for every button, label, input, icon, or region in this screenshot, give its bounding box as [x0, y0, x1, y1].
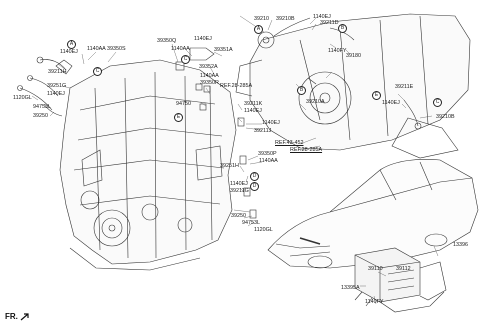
callout-1140ej-h: 1140EJ: [382, 100, 400, 106]
leader-lines: [31, 15, 439, 305]
callout-39211d: 39211D: [320, 20, 339, 26]
callout-1140ej-e: 1140EJ: [262, 120, 280, 126]
callout-39211j: 39211J: [254, 128, 272, 134]
marker-d-2[interactable]: D: [250, 182, 259, 191]
callout-94753l-a: 94753L: [33, 104, 51, 110]
callout-39351a: 39351A: [214, 47, 233, 53]
ref-43-452[interactable]: REF.43-452: [275, 140, 304, 146]
marker-d-1[interactable]: D: [250, 172, 259, 181]
marker-b-2[interactable]: B: [297, 86, 306, 95]
callout-13395a: 13395A: [341, 285, 360, 291]
front-arrow-icon: [20, 313, 29, 321]
ref-28-285a-a[interactable]: REF.28-285A: [220, 83, 253, 89]
callout-1120gl-a: 1120GL: [13, 95, 32, 101]
marker-a-1[interactable]: A: [67, 40, 76, 49]
vehicle: [267, 159, 479, 269]
callout-39211h: 39211H: [48, 69, 67, 75]
marker-e-2[interactable]: E: [372, 91, 381, 100]
callout-1140ej-b: 1140EJ: [47, 91, 65, 97]
transmission: [235, 13, 471, 159]
callout-39180: 39180: [346, 53, 361, 59]
marker-e-1[interactable]: E: [174, 113, 183, 122]
marker-c-3[interactable]: C: [433, 98, 442, 107]
callout-39210b-a: 39210B: [276, 16, 295, 22]
marker-c-2[interactable]: C: [181, 55, 190, 64]
callout-39110: 39110: [368, 266, 383, 272]
callout-39211e: 39211E: [395, 84, 414, 90]
callout-1140aa-c: 1140AA: [200, 73, 219, 79]
engine-block: [59, 59, 237, 271]
callout-39350q: 39350Q: [157, 38, 177, 44]
callout-39112: 39112: [396, 266, 411, 272]
front-direction-indicator: FR.: [5, 312, 30, 321]
callout-39211g: 39211G: [230, 188, 249, 194]
engine-control-module: [354, 247, 447, 313]
callout-1140ej-c: 1140EJ: [194, 36, 212, 42]
callout-94750: 94750: [176, 101, 191, 107]
callout-1140fy-b: 1140FY: [365, 299, 384, 305]
callout-39350r: 39350R: [200, 80, 219, 86]
callout-1140aa-b: 1140AA: [171, 46, 190, 52]
callout-94753l-b: 94753L: [242, 220, 260, 226]
callout-1140ej-a: 1140EJ: [60, 49, 78, 55]
ref-28-285a-b[interactable]: REF.28-285A: [290, 147, 323, 153]
front-label: FR.: [5, 312, 18, 321]
callout-1120gl-b: 1120GL: [254, 227, 273, 233]
callout-1140ej-g: 1140EJ: [313, 14, 331, 20]
callout-39250-b: 39250: [231, 213, 246, 219]
callout-39352a: 39352A: [199, 64, 218, 70]
callout-39251g: 39251G: [47, 83, 67, 89]
callout-39250-a: 39250: [33, 113, 48, 119]
marker-a-2[interactable]: A: [254, 25, 263, 34]
marker-c-1[interactable]: C: [93, 67, 102, 76]
callout-39211k: 39211K: [244, 101, 263, 107]
marker-b-1[interactable]: B: [338, 24, 347, 33]
callout-1140ej-f: 1140EJ: [230, 181, 248, 187]
callout-39210b-b: 39210B: [436, 114, 455, 120]
callout-1140aa: 1140AA: [87, 46, 106, 52]
callout-39350s: 39350S: [107, 46, 126, 52]
callout-39350p: 39350P: [258, 151, 277, 157]
transmission-sensor: [257, 17, 311, 49]
callout-1140fy-a: 1140FY: [328, 48, 347, 54]
callout-39251h: 39251H: [220, 163, 239, 169]
callout-1140ej-d: 1140EJ: [244, 108, 262, 114]
left-sensors: [17, 27, 422, 219]
callout-1140aa-d: 1140AA: [259, 158, 278, 164]
callout-39210: 39210: [254, 16, 269, 22]
callout-39210a: 39210A: [306, 99, 325, 105]
callout-13396-a: 13396: [453, 242, 468, 248]
